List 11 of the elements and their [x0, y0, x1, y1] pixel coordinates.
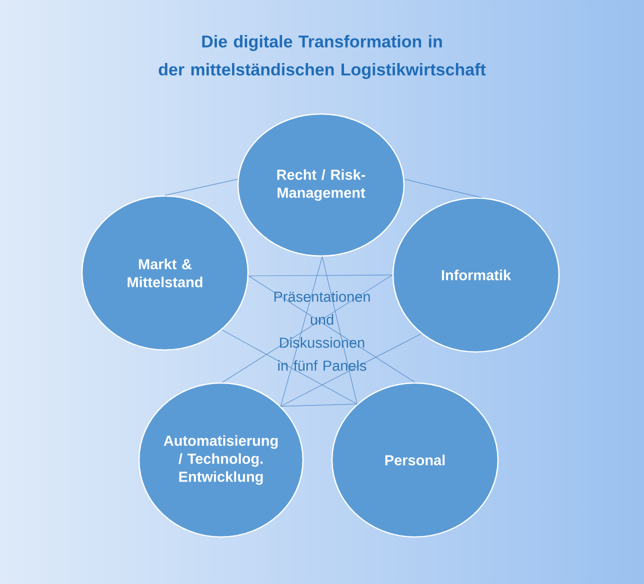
connector-line: [280, 404, 358, 407]
connector-line: [222, 330, 358, 404]
connector-line: [322, 256, 358, 404]
connector-line: [164, 178, 238, 196]
connector-line: [280, 333, 422, 407]
connector-line: [248, 274, 393, 276]
title: Die digitale Transformation in der mittelständischen Logistikwirtschaft: [158, 35, 486, 79]
connector-line: [404, 178, 482, 198]
connector-line: [248, 276, 416, 383]
connector-line: [280, 256, 323, 407]
connector-line: [222, 274, 393, 383]
